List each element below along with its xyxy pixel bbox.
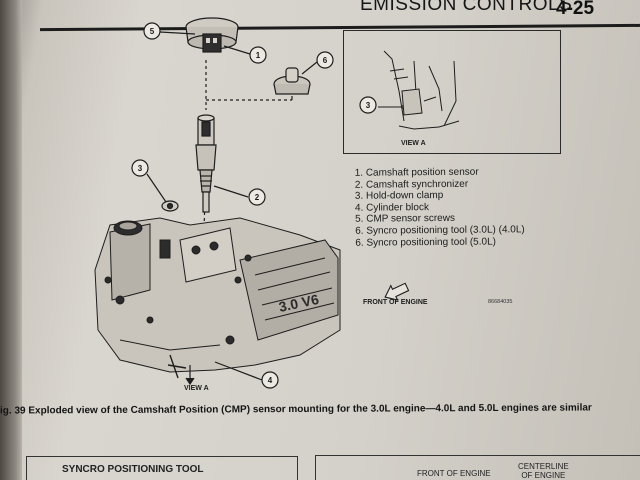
view-a-inset-label: VIEW A [401,140,426,147]
callout-6: 6 [316,51,334,69]
bottom-figure-frame-left [26,456,298,480]
view-a-main-label: VIEW A [184,385,209,392]
svg-text:5: 5 [150,27,155,36]
svg-text:1: 1 [256,51,261,60]
page-number: 4-25 [556,0,595,19]
svg-text:3: 3 [366,101,371,110]
svg-text:3: 3 [138,164,143,173]
inset-callout-3: 3 [359,96,377,114]
centerline-line1: CENTERLINE [518,462,569,471]
parts-legend: 1. Camshaft position sensor 2. Camshaft … [355,166,525,249]
callout-2: 2 [248,188,266,206]
centerline-label: CENTERLINE OF ENGINE [518,462,569,480]
view-a-inset: 3 [343,30,561,154]
legend-item: 6. Syncro positioning tool (5.0L) [355,236,496,249]
engine-block-drawing: 3.0 V6 [94,217,341,379]
bottom-front-of-engine-label: FRONT OF ENGINE [417,469,491,478]
svg-text:2: 2 [255,193,260,202]
bottom-figure-frame-right [315,455,640,480]
syncro-tool-label: SYNCRO POSITIONING TOOL [62,464,204,475]
front-of-engine-label: FRONT OF ENGINE [363,299,428,306]
book-spine [0,0,22,480]
centerline-line2: OF ENGINE [521,471,566,480]
view-a-inset-drawing: 3 [359,50,460,130]
synchronizer-drawing [195,114,217,213]
cmp-sensor-drawing [185,17,239,53]
callout-1: 1 [249,46,267,64]
svg-text:4: 4 [268,376,273,385]
callout-4: 4 [261,371,279,389]
section-title: EMISSION CONTROLS [360,0,573,15]
figure-code: 86684035 [488,299,513,305]
callout-5: 5 [143,22,161,40]
callout-3: 3 [131,159,149,177]
hold-down-clamp-drawing [161,200,179,212]
svg-text:6: 6 [323,56,328,65]
front-of-engine-arrow-icon [384,282,410,301]
legend-item: 6. Syncro positioning tool (3.0L) (4.0L) [355,224,525,237]
syncro-tool-drawing [273,67,311,95]
